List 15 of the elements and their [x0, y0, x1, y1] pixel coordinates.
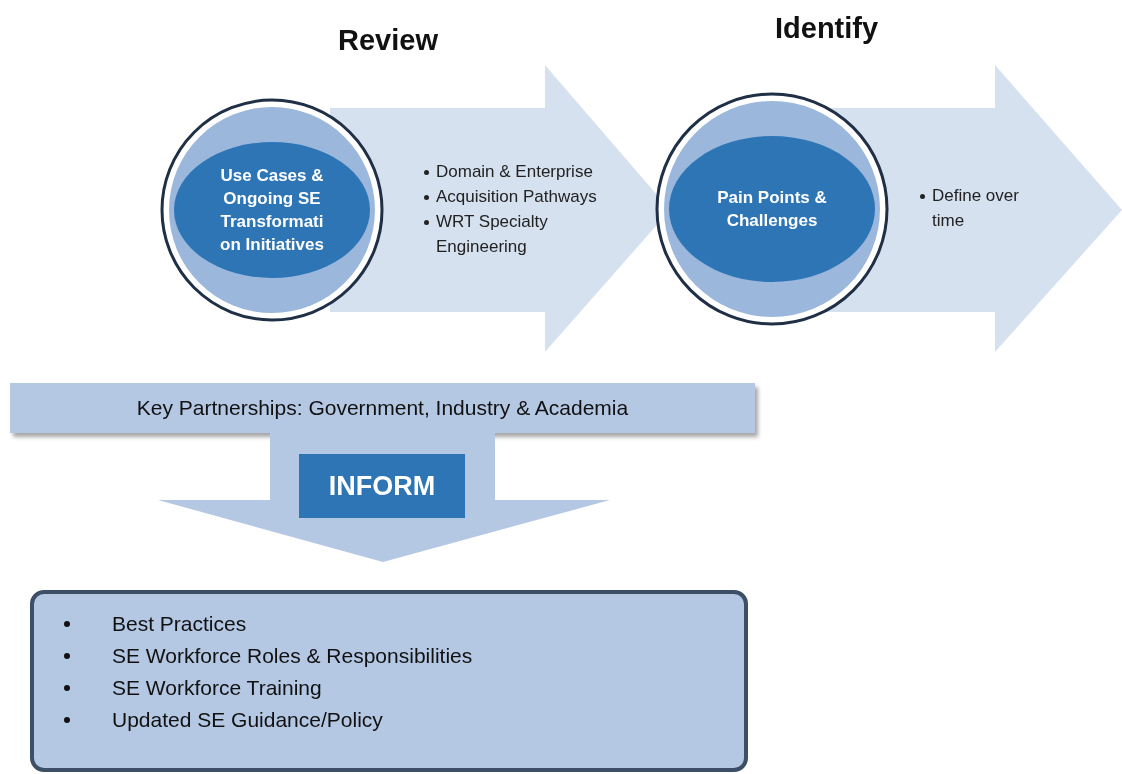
bullet-item: WRT Specialty Engineering: [436, 211, 549, 258]
outcome-panel: [30, 590, 748, 772]
stage-heading: Review: [338, 23, 438, 58]
bullet-item: Updated SE Guidance/Policy: [112, 707, 383, 733]
bullet-item: Define over time: [932, 185, 1020, 232]
bullet-item: Domain & Enterprise: [436, 161, 593, 183]
banner: Key Partnerships: Government, Industry & Academia: [10, 383, 755, 433]
bullet-item: Acquisition Pathways: [436, 186, 597, 208]
bullet-item: SE Workforce Training: [112, 675, 322, 701]
circle-label: Use Cases & Ongoing SE Transformati on Initiatives: [219, 165, 325, 256]
bullet-item: SE Workforce Roles & Responsibilities: [112, 643, 473, 669]
inform-label: INFORM: [299, 454, 465, 518]
circle-label: Pain Points & Challenges: [716, 187, 828, 232]
bullet-item: Best Practices: [112, 611, 247, 637]
stage-heading: Identify: [775, 11, 879, 46]
